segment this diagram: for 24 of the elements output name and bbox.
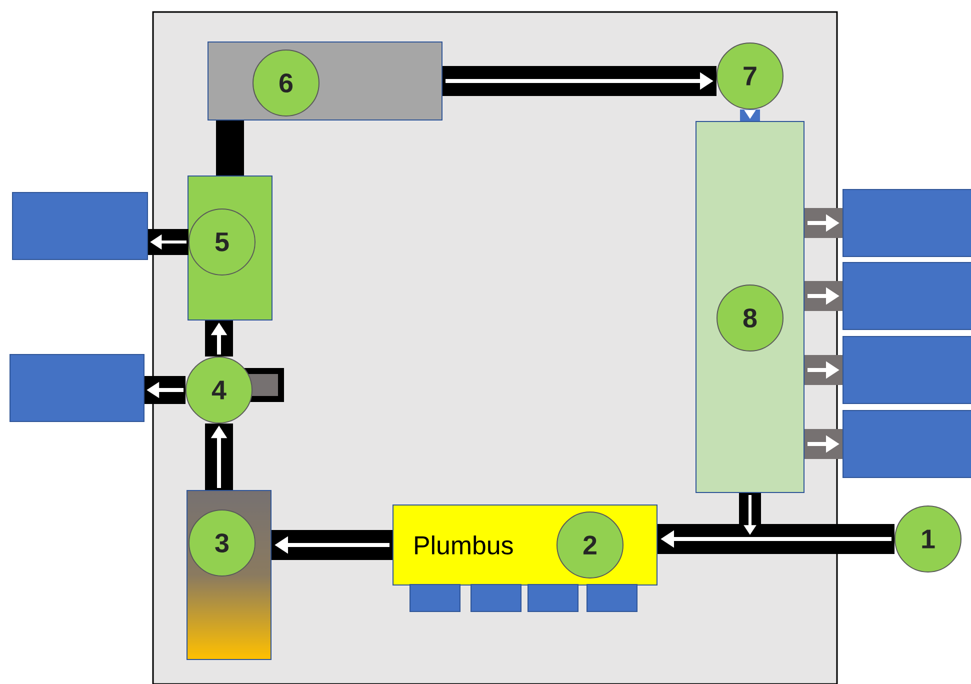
pipe-arrow [442,66,716,96]
pipe-arrow [658,524,894,554]
pipe-arrow [205,320,233,356]
output-box [842,336,971,404]
pipe-arrow [205,424,233,490]
pipe-arrow [144,376,186,404]
process-box [696,121,804,493]
output-box [10,354,144,422]
output-box [842,262,971,330]
output-box [842,410,971,478]
port-box [528,584,578,612]
pipe-arrow [804,429,842,459]
port-box [410,584,460,612]
pipe-arrow [740,110,760,121]
pipe-arrow [148,229,188,255]
port-box [470,584,522,612]
pipe-arrow [804,355,842,385]
pipe-arrow [272,530,392,560]
pipe-arrow [804,281,842,311]
pipe-arrow [804,208,842,238]
output-box [12,192,148,260]
output-box [842,189,971,257]
pipe-arrow [739,493,761,537]
port-box [586,584,638,612]
